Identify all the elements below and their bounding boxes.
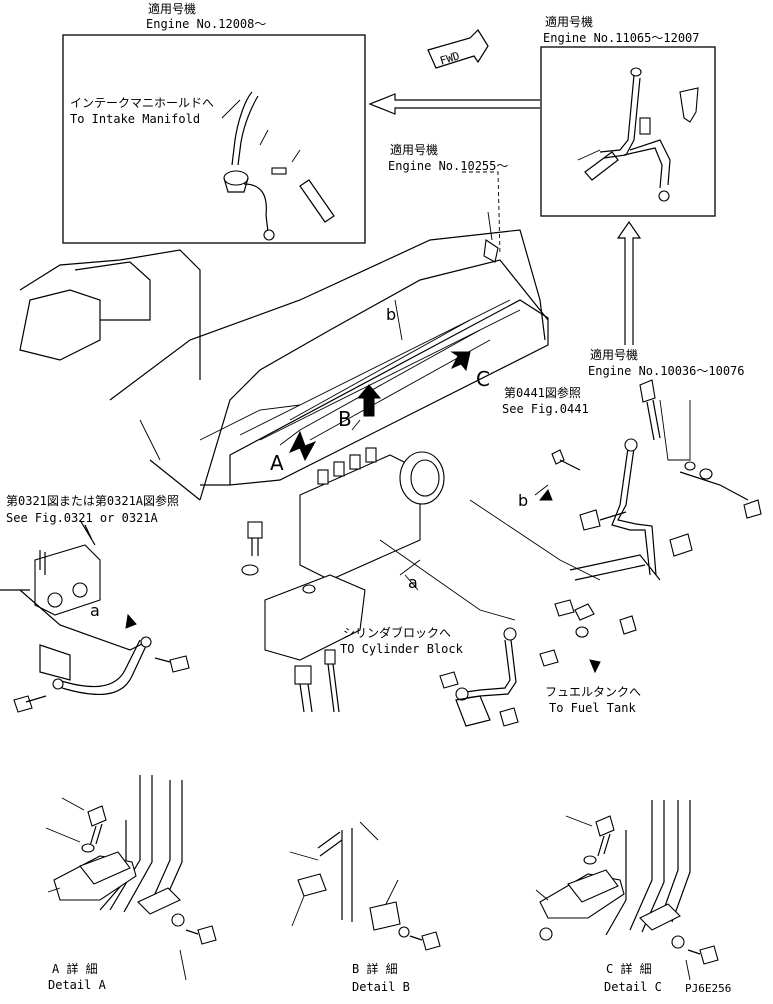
detail-marker-c: C xyxy=(476,367,490,391)
connection-marker-b-main: b xyxy=(386,305,397,324)
fuel-tank-line xyxy=(439,627,559,727)
inset-11065-parts xyxy=(577,67,699,202)
inset-10255-applicable-label: 適用号機 xyxy=(390,143,439,157)
inset-transfer-arrow-up xyxy=(616,220,642,345)
detail-b-drawing xyxy=(289,821,441,951)
inset-transfer-arrow-left xyxy=(368,93,540,115)
detail-c-title-jp: C 詳 細 xyxy=(606,962,652,976)
to-fuel-tank-en: To Fuel Tank xyxy=(549,701,636,715)
to-fuel-tank-jp: フュエルタンクへ xyxy=(545,685,642,699)
injection-pump xyxy=(264,447,445,661)
see-fig-0321-en: See Fig.0321 or 0321A xyxy=(6,511,158,525)
detail-a-title-en: Detail A xyxy=(48,978,106,992)
leader-lines xyxy=(279,299,601,621)
see-fig-0441-en: See Fig.0441 xyxy=(502,402,589,416)
detail-a-title-jp: A 詳 細 xyxy=(52,962,98,976)
detail-c-title-en: Detail C xyxy=(604,980,662,994)
see-fig-0321-jp: 第0321図または第0321A図参照 xyxy=(6,494,180,508)
intake-manifold-label-en: To Intake Manifold xyxy=(70,112,201,126)
inset-11065-applicable-label: 適用号機 xyxy=(545,15,594,29)
bolts xyxy=(241,521,340,713)
detail-arrows xyxy=(288,351,471,462)
inset-10255-callout xyxy=(462,171,501,263)
connection-marker-a-main: a xyxy=(408,573,418,592)
intake-manifold-label-jp: インテークマニホールドへ xyxy=(70,96,215,110)
right-subassembly xyxy=(538,379,762,674)
inset-12008-parts xyxy=(221,91,335,241)
to-cylinder-block-en: TO Cylinder Block xyxy=(340,642,463,656)
to-cylinder-block-jp: シリンダブロックへ xyxy=(343,626,452,640)
see-fig-0441-jp: 第0441図参照 xyxy=(504,386,581,400)
inset-12008-engine-number: Engine No.12008～ xyxy=(146,17,267,31)
detail-marker-a: A xyxy=(270,451,284,475)
inset-box-12008 xyxy=(62,34,366,244)
detail-a-drawing xyxy=(45,775,217,981)
fwd-arrow xyxy=(427,29,489,69)
left-subassembly xyxy=(0,519,190,713)
detail-b-title-en: Detail B xyxy=(352,980,410,994)
drawing-code: PJ6E256 xyxy=(685,982,732,995)
connection-marker-a-left: a xyxy=(90,601,100,620)
detail-marker-b: B xyxy=(338,407,352,431)
connection-marker-b-right: b xyxy=(518,491,529,510)
detail-c-drawing xyxy=(535,800,719,981)
inset-11065-engine-number: Engine No.11065～12007 xyxy=(543,31,700,45)
engine-block xyxy=(19,229,549,501)
detail-b-title-jp: B 詳 細 xyxy=(352,962,398,976)
inset-12008-applicable-label: 適用号機 xyxy=(148,2,197,16)
inset-10255-engine-number: Engine No.10255～ xyxy=(388,159,509,173)
inset-10036-engine-number: Engine No.10036～10076 xyxy=(588,364,745,378)
inset-10036-applicable-label: 適用号機 xyxy=(590,348,639,362)
inset-box-11065 xyxy=(540,46,716,217)
